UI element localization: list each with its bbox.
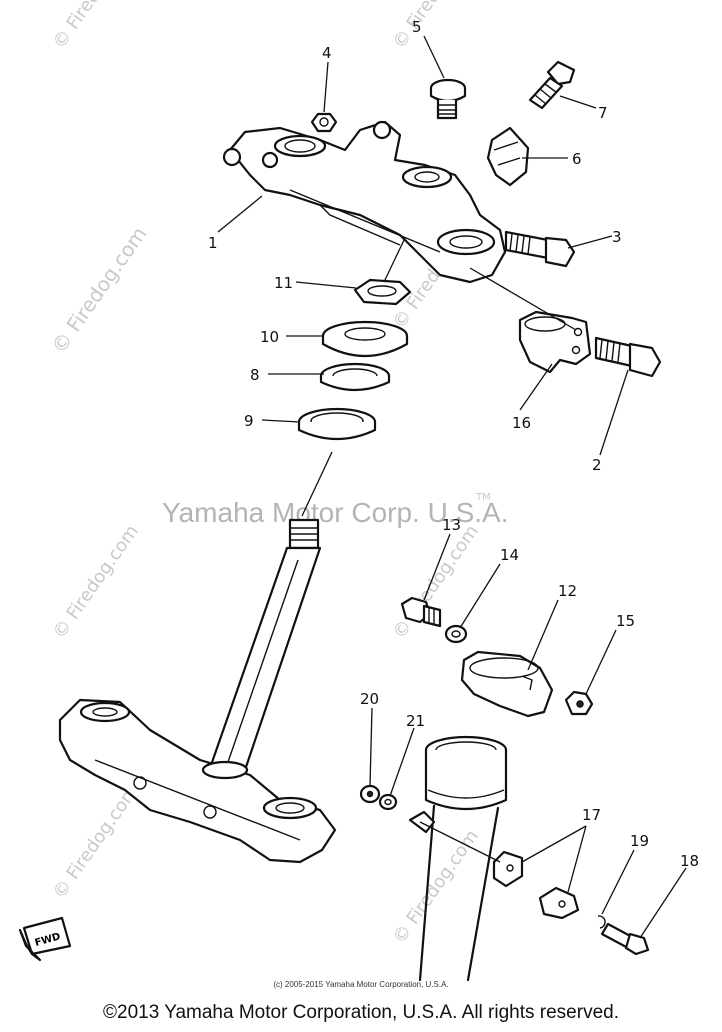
cover-10-part <box>321 320 409 358</box>
callout-16: 16 <box>512 414 531 432</box>
watermark-bottom-center: © Firedog.com <box>389 826 483 948</box>
callout-1: 1 <box>208 234 218 252</box>
forward-arrow: FWD <box>18 916 72 962</box>
small-credit: (c) 2005-2015 Yamaha Motor Corporation, … <box>273 980 449 989</box>
leader-4 <box>323 61 329 113</box>
steering-stem-part <box>58 518 337 864</box>
watermark-left-lower: © Firedog.com <box>49 521 143 643</box>
leader-13 <box>423 533 451 601</box>
callout-19: 19 <box>630 832 649 850</box>
callout-2: 2 <box>592 456 602 474</box>
clip-17a-part <box>492 850 524 888</box>
leader-19 <box>601 849 635 915</box>
callout-18: 18 <box>680 852 699 870</box>
bolt-7-part <box>528 60 576 110</box>
washer-14-part <box>444 624 468 644</box>
bolt-2-part <box>594 336 662 378</box>
leader-5 <box>423 35 445 79</box>
leader-9 <box>261 419 301 423</box>
nut-20-part <box>359 784 381 804</box>
circlip-19-part <box>597 915 606 929</box>
bearing-8-part <box>319 362 391 392</box>
callout-3: 3 <box>612 228 622 246</box>
callout-14: 14 <box>500 546 519 564</box>
center-watermark: Yamaha Motor Corp. U.S.A. <box>162 497 509 528</box>
callout-21: 21 <box>406 712 425 730</box>
leader-1 <box>217 195 263 233</box>
upper-bracket-part <box>222 120 507 284</box>
bolt-3-part <box>504 230 576 268</box>
bolt-13-part <box>400 596 442 628</box>
leader-bearing-stem <box>301 451 333 517</box>
nut-11-part <box>353 278 412 306</box>
leader-21 <box>389 727 415 797</box>
clamp-12-part <box>460 650 554 718</box>
leader-20 <box>369 707 373 787</box>
leader-17a <box>521 825 587 863</box>
bolt-18-part <box>600 922 650 956</box>
callout-9: 9 <box>244 412 254 430</box>
leader-11 <box>295 281 357 289</box>
nut-4-part <box>310 112 338 133</box>
copyright-footer: ©2013 Yamaha Motor Corporation, U.S.A. A… <box>103 1002 619 1023</box>
callout-7: 7 <box>598 104 608 122</box>
clip-17b-part <box>538 886 580 920</box>
leader-bracket-11 <box>383 237 406 283</box>
callout-12: 12 <box>558 582 577 600</box>
callout-4: 4 <box>322 44 332 62</box>
watermark-left: © Firedog.com <box>46 222 151 358</box>
leader-17b <box>567 825 587 893</box>
bearing-9-part <box>297 407 377 441</box>
callout-5: 5 <box>412 18 422 36</box>
bolt-5-part <box>429 78 467 120</box>
callout-10: 10 <box>260 328 279 346</box>
callout-numbers: 1 2 3 4 5 6 7 8 9 10 11 12 13 14 15 16 1… <box>208 18 699 870</box>
callout-6: 6 <box>572 150 582 168</box>
leader-3 <box>567 235 613 249</box>
nut-15-part <box>564 690 594 716</box>
callout-15: 15 <box>616 612 635 630</box>
leader-18 <box>639 867 687 939</box>
leader-14 <box>459 563 501 629</box>
leader-2 <box>599 369 629 456</box>
leader-7 <box>559 95 597 109</box>
callout-11: 11 <box>274 274 293 292</box>
leader-lines <box>217 35 687 939</box>
washer-21-part <box>378 793 398 811</box>
leader-bracket-16 <box>469 267 577 331</box>
leader-stay-17 <box>419 821 501 863</box>
cable-guide-16-part <box>518 310 592 374</box>
callout-17: 17 <box>582 806 601 824</box>
leader-15 <box>585 629 617 695</box>
watermark-left-bottom: © Firedog.com <box>49 781 143 903</box>
callout-13: 13 <box>442 516 461 534</box>
callout-20: 20 <box>360 690 379 708</box>
clamp-6-part <box>486 126 530 187</box>
tm-mark: TM <box>475 492 491 503</box>
leader-16 <box>519 363 553 411</box>
leader-12 <box>527 599 559 671</box>
watermark-top-left: © Firedog.com <box>49 0 143 53</box>
watermark-top-center: © Firedog.com <box>389 0 483 53</box>
headlight-stay-part <box>408 735 508 982</box>
callout-8: 8 <box>250 366 260 384</box>
